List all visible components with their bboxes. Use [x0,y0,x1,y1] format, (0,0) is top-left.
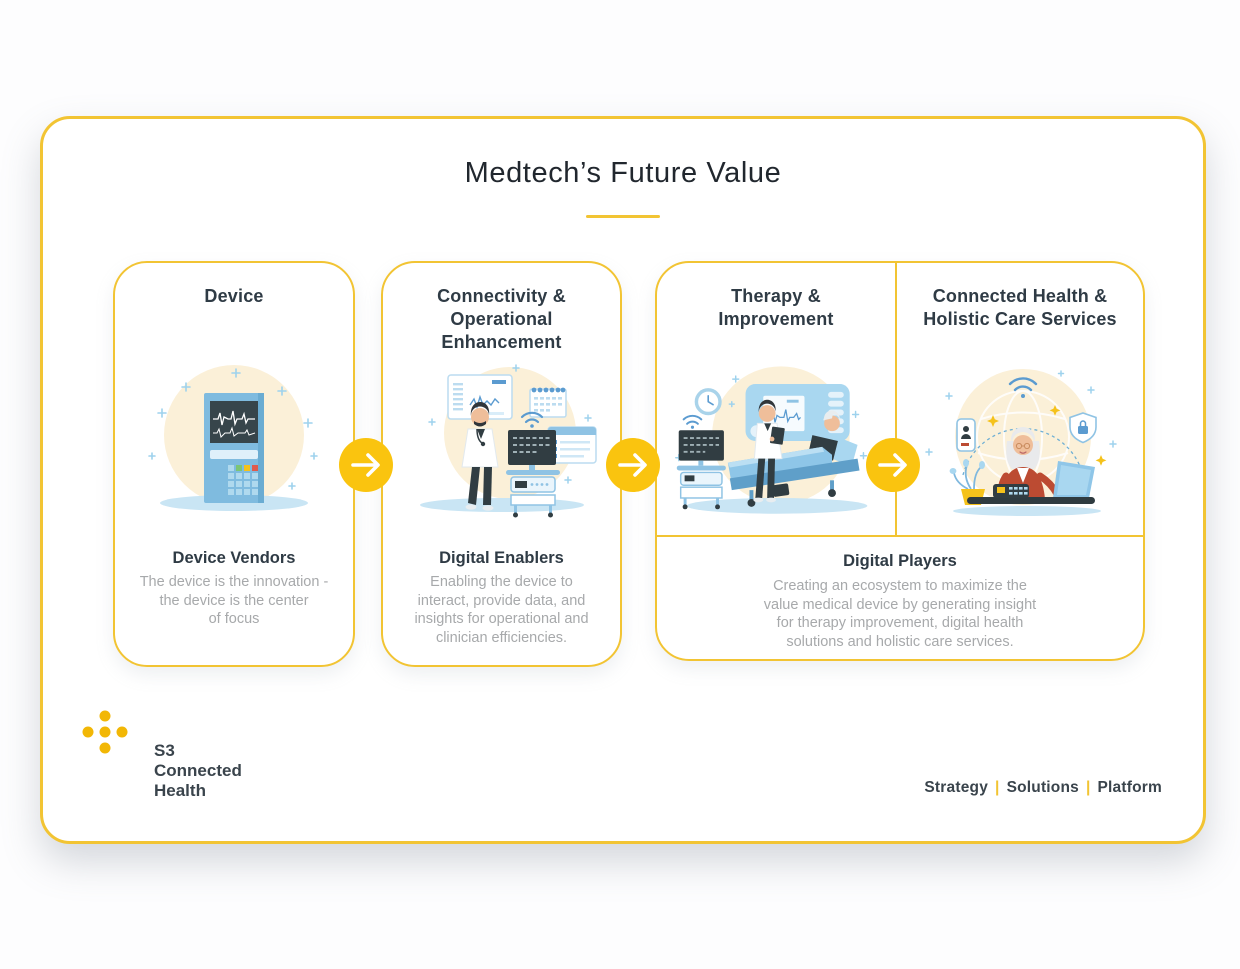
stage-card-connectivity: Connectivity & Operational Enhancement [381,261,622,667]
stage-card-device: Device [113,261,355,667]
clinician-patient-bed-illustration [657,357,895,525]
stage-subtitle: Digital Enablers [439,549,564,567]
tagline-platform: Platform [1097,779,1162,796]
main-panel: Medtech’s Future Value Device [40,116,1206,844]
card-divider-vertical [895,263,897,535]
stage-subtitle: Device Vendors [172,549,296,567]
page-title: Medtech’s Future Value [464,157,782,189]
tagline-solutions: Solutions [1006,779,1079,796]
doctor-connected-cart-illustration [383,357,620,525]
stage-description: Enabling the device to interact, provide… [414,574,589,646]
stage-title: Therapy & Improvement [718,286,834,329]
digital-players-section: Digital Players Creating an ecosystem to… [657,537,1143,659]
stage-description: Creating an ecosystem to maximize the va… [763,578,1037,650]
tagline-strategy: Strategy [924,779,989,796]
s3-plus-dots-logo-icon [82,710,128,754]
title-underline [586,215,660,218]
card-divider-horizontal [657,535,1143,537]
stage-title: Connected Health & Holistic Care Service… [923,286,1117,329]
stage-column-therapy: Therapy & Improvement [657,263,895,535]
tagline-separator: | [995,779,1000,796]
stage-subtitle: Digital Players [843,552,957,570]
brand-tagline: Strategy | Solutions | Platform [924,779,1162,797]
remote-care-laptop-illustration [897,357,1143,525]
stage-description: The device is the innovation - the devic… [139,574,329,627]
stage-column-connected-health: Connected Health & Holistic Care Service… [897,263,1143,535]
arrow-right-icon [866,438,920,492]
stage-title: Connectivity & Operational Enhancement [437,286,566,352]
tagline-separator: | [1085,779,1091,796]
ecg-monitor-device-illustration [115,357,353,525]
stage-card-digital-players: Therapy & Improvement [655,261,1145,661]
arrow-right-icon [606,438,660,492]
arrow-right-icon [339,438,393,492]
stage-title: Device [204,286,264,306]
